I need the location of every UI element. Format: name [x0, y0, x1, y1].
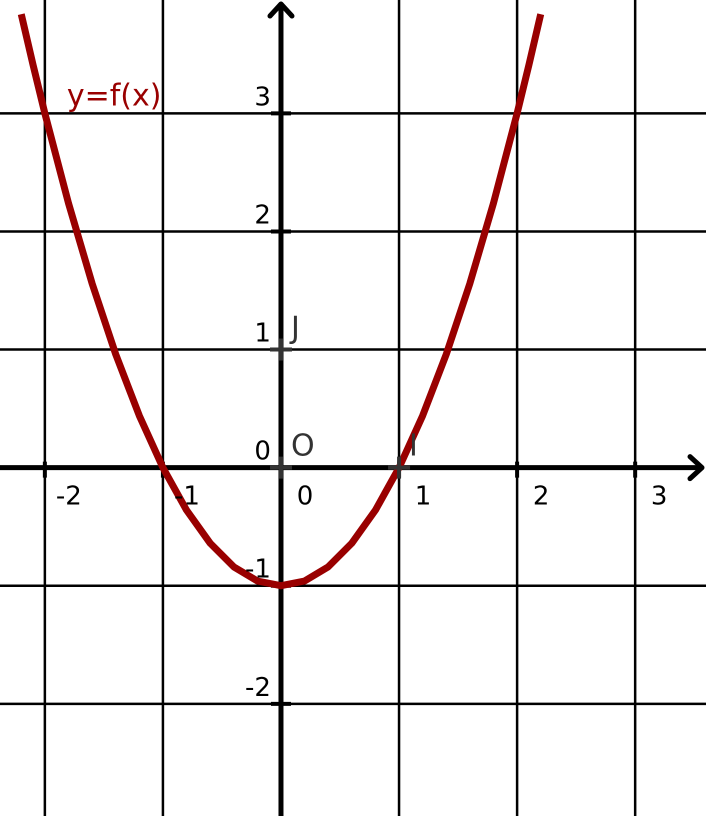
x-tick-label: 0 [297, 482, 314, 512]
x-tick-label: 3 [651, 482, 668, 512]
point-label: I [409, 429, 418, 464]
y-tick-label: -1 [245, 555, 271, 585]
x-tick-label: 1 [415, 482, 432, 512]
y-tick-label: 0 [254, 437, 271, 467]
x-axis-arrow-icon [687, 454, 705, 482]
y-tick-label: -2 [245, 673, 271, 703]
tick-labels: -2 -1 0 1 2 3 -2 -1 0 1 2 3 [56, 82, 668, 702]
reference-points: O I J [269, 311, 418, 479]
y-tick-label: 3 [254, 82, 271, 112]
curve-layer: y=f(x) [17, 13, 545, 590]
curve-label: y=f(x) [67, 78, 162, 113]
y-tick-label: 2 [254, 200, 271, 230]
point-label: O [291, 429, 315, 464]
curve-line [17, 13, 545, 590]
y-tick-label: 1 [254, 319, 271, 349]
y-axis-arrow-icon [267, 1, 295, 19]
x-tick-label: 2 [533, 482, 550, 512]
x-tick-label: -2 [56, 482, 82, 512]
point-label: J [289, 311, 300, 346]
x-tick-label: -1 [174, 482, 200, 512]
